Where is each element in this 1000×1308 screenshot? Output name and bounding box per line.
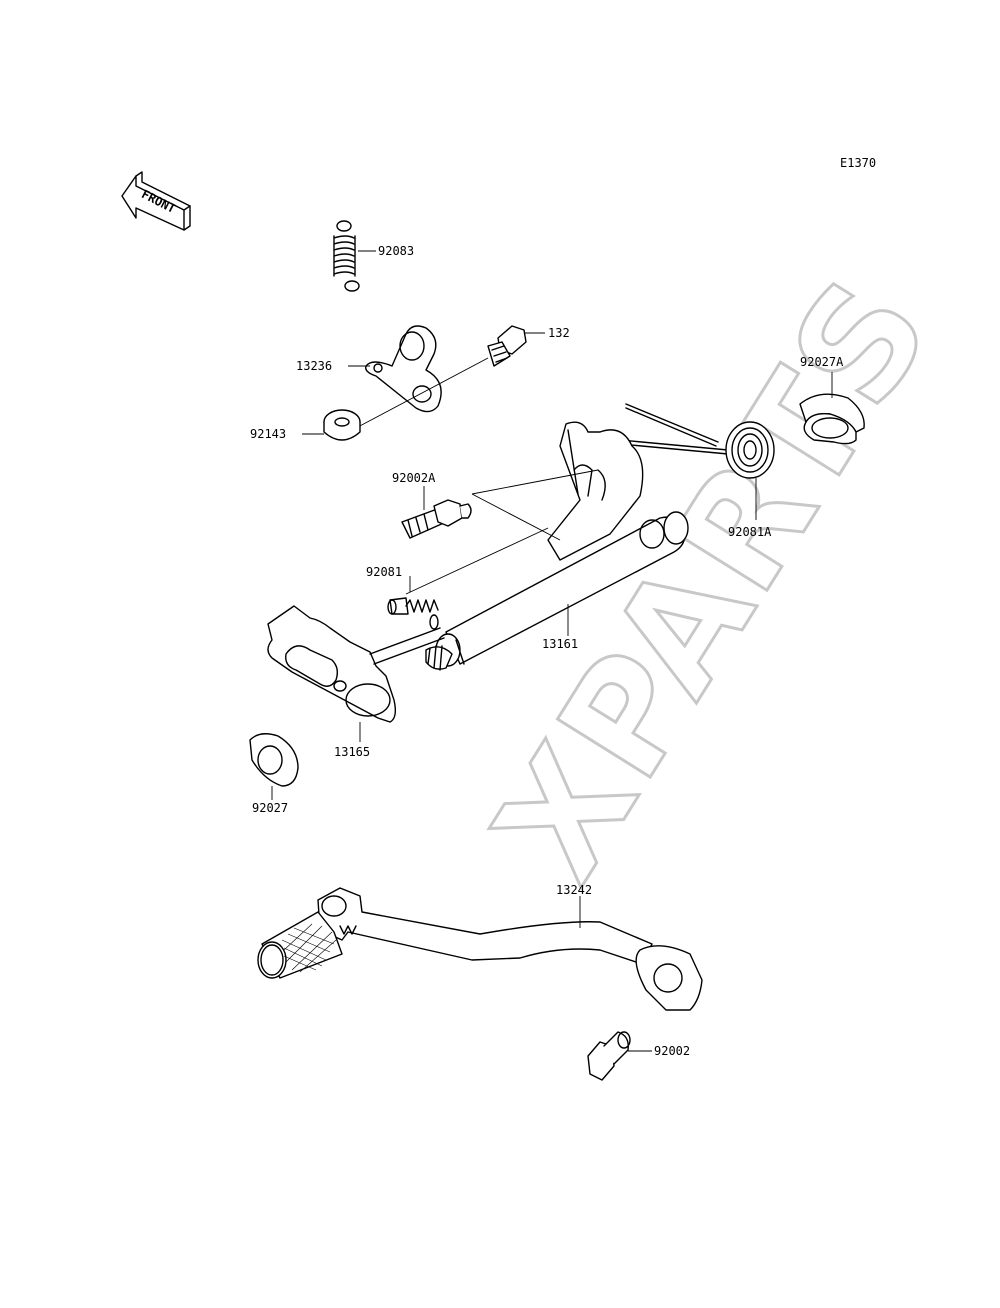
pedal-knurl-pattern (281, 923, 337, 973)
shift-arm-13165-icon (267, 605, 445, 723)
label-92083: 92083 (378, 244, 414, 258)
torsion-spring-92081A-icon (619, 403, 775, 479)
label-92027A: 92027A (800, 355, 844, 369)
bolt-92002-icon (587, 1031, 631, 1081)
bolt-92002A-icon (401, 499, 472, 539)
label-92081: 92081 (366, 565, 402, 579)
lever-13236-icon (365, 325, 442, 413)
label-92002: 92002 (654, 1044, 690, 1058)
label-13242: 13242 (556, 883, 592, 897)
label-13236: 13236 (296, 359, 332, 373)
shift-shaft-13161-icon (425, 421, 689, 671)
label-13161: 13161 (542, 637, 578, 651)
front-arrow-icon: FRONT (121, 171, 191, 231)
pin-spring-92081-icon (387, 597, 439, 630)
collar-92027-icon (249, 733, 299, 787)
spring-92083-icon (333, 220, 360, 292)
label-13165: 13165 (334, 745, 370, 759)
shift-pedal-13242-icon (257, 887, 703, 1011)
label-92002A: 92002A (392, 471, 436, 485)
watermark: XPARTS (462, 248, 965, 909)
collar-92027A-icon (799, 393, 865, 445)
diagram-code: E1370 (840, 156, 876, 170)
label-92081A: 92081A (728, 525, 772, 539)
label-92027: 92027 (252, 801, 288, 815)
collar-92143-icon (323, 409, 361, 441)
label-132: 132 (548, 326, 570, 340)
bolt-132-icon (487, 325, 527, 367)
label-92143: 92143 (250, 427, 286, 441)
